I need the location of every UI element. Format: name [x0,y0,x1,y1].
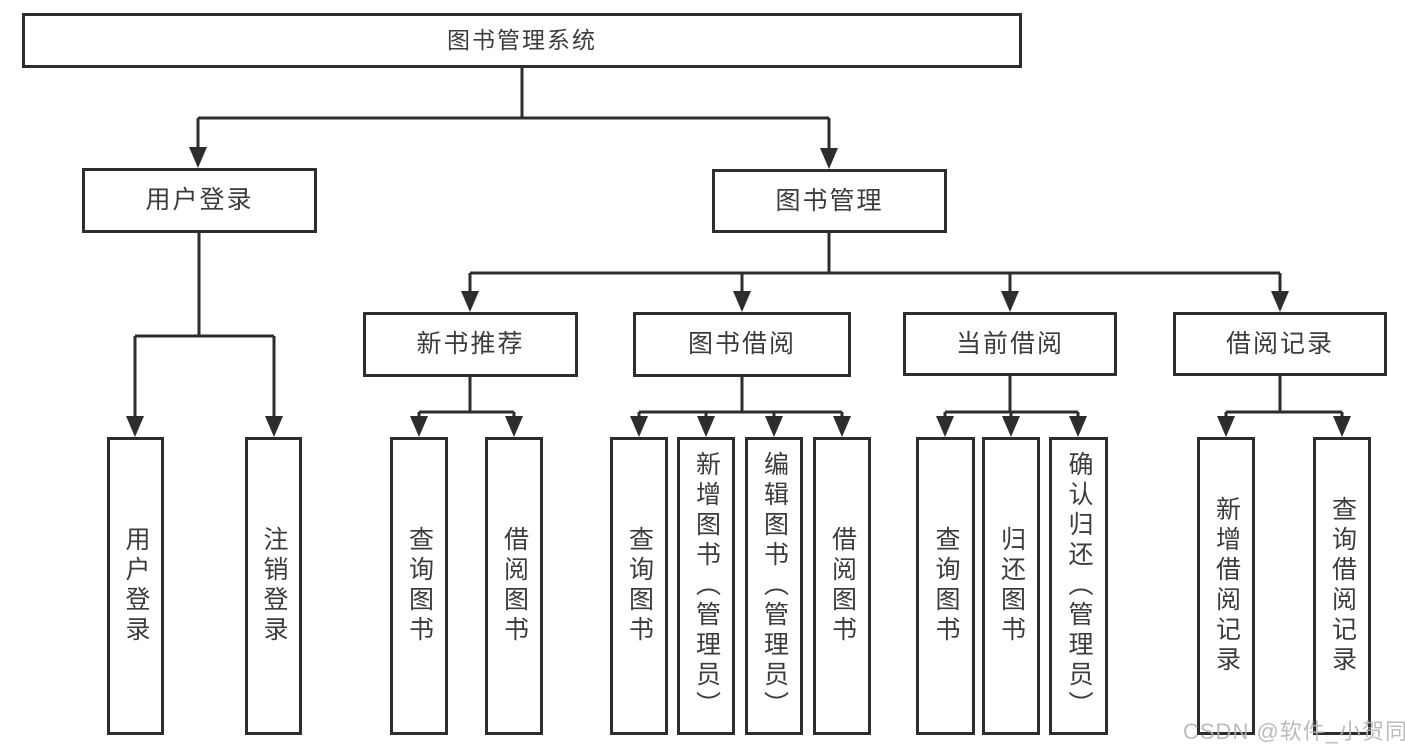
leaf-cb-return-books-label: 归还图书 [997,526,1026,646]
node-root-system-label: 图书管理系统 [447,27,597,53]
leaf-br-add-record: 新增借阅记录 [1197,437,1255,735]
leaf-nb-query-books-label: 查询图书 [405,526,434,646]
node-borrowing-records-label: 借阅记录 [1225,329,1334,358]
leaf-user-login-label: 用户登录 [122,526,150,646]
leaf-br-query-record-label: 查询借阅记录 [1328,496,1357,676]
leaf-cb-return-books: 归还图书 [982,437,1040,735]
node-book-management: 图书管理 [712,169,947,233]
node-user-login-label: 用户登录 [145,186,254,214]
leaf-bb-add-books-admin: 新增图书（管理员） [677,437,735,735]
node-new-book-recommend: 新书推荐 [363,312,578,377]
node-root-system: 图书管理系统 [22,13,1022,68]
leaf-user-login: 用户登录 [107,437,164,735]
leaf-logout-login: 注销登录 [245,437,302,735]
leaf-bb-query-books-label: 查询图书 [625,526,654,646]
node-book-borrowing: 图书借阅 [633,312,851,377]
leaf-bb-edit-books-admin: 编辑图书（管理员） [745,437,803,735]
leaf-nb-query-books: 查询图书 [390,437,448,735]
node-current-borrowing-label: 当前借阅 [955,329,1064,358]
leaf-br-add-record-label: 新增借阅记录 [1212,496,1241,676]
node-current-borrowing: 当前借阅 [903,312,1117,376]
leaf-br-query-record: 查询借阅记录 [1313,437,1371,735]
node-borrowing-records: 借阅记录 [1173,312,1387,376]
leaf-bb-edit-books-admin-label: 编辑图书（管理员） [760,451,789,721]
node-book-borrowing-label: 图书借阅 [687,330,796,358]
node-user-login: 用户登录 [82,168,317,233]
leaf-cb-confirm-return-admin-label: 确认归还（管理员） [1065,451,1093,721]
leaf-bb-borrow-books: 借阅图书 [813,437,871,735]
leaf-logout-login-label: 注销登录 [260,526,288,646]
leaf-cb-query-books: 查询图书 [916,437,975,735]
node-book-management-label: 图书管理 [775,186,884,215]
leaf-cb-confirm-return-admin: 确认归还（管理员） [1049,437,1108,735]
node-new-book-recommend-label: 新书推荐 [416,330,525,358]
leaf-bb-borrow-books-label: 借阅图书 [828,526,857,646]
leaf-nb-borrow-books: 借阅图书 [485,437,543,735]
leaf-cb-query-books-label: 查询图书 [932,526,960,646]
leaf-bb-add-books-admin-label: 新增图书（管理员） [692,451,721,721]
leaf-bb-query-books: 查询图书 [610,437,668,735]
leaf-nb-borrow-books-label: 借阅图书 [500,526,529,646]
watermark: CSDN @软件_小贺同学 [1183,719,1405,744]
